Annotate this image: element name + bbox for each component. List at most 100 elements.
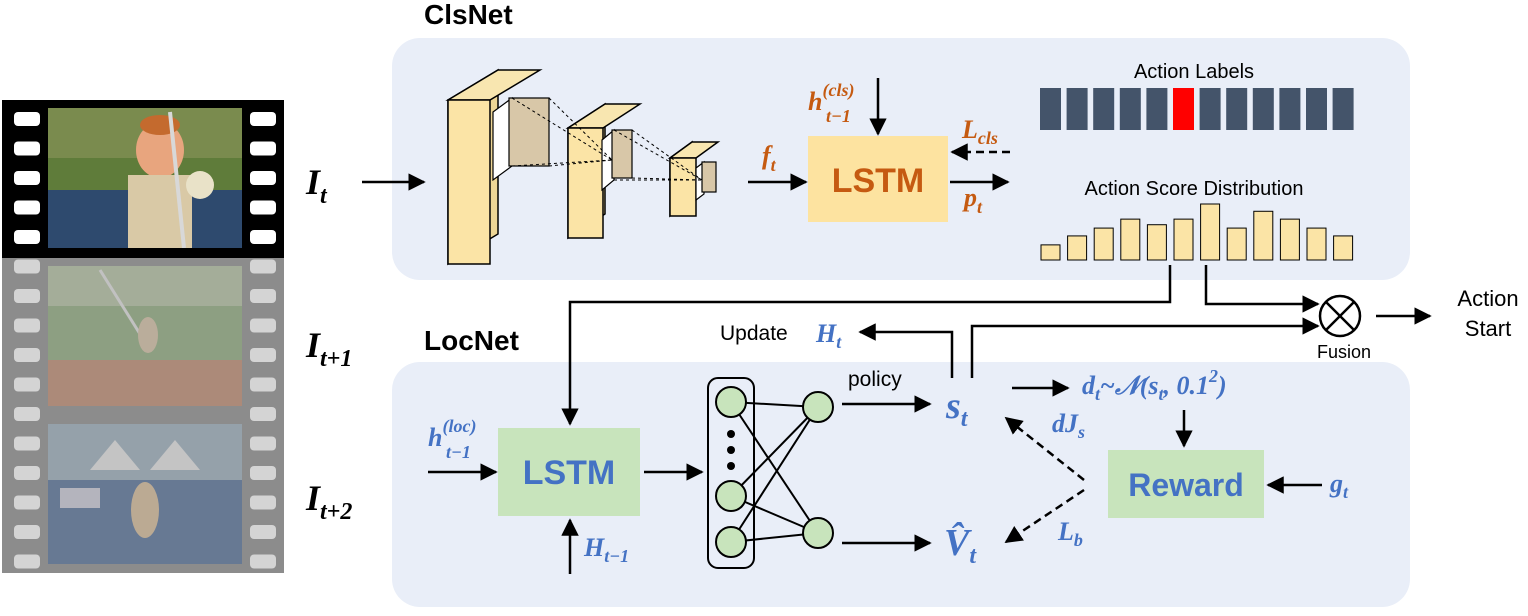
sprocket-hole [250,525,276,539]
state-label: st [945,385,969,432]
action-label-cell [1040,88,1061,130]
action-labels-title: Action Labels [1134,61,1254,83]
sprocket-hole [250,112,276,126]
sprocket-hole [14,348,40,362]
action-label-cell [1252,88,1274,130]
sprocket-hole [14,466,40,480]
sprocket-hole [14,200,40,215]
cnn-backbone [445,68,721,266]
frame-image-t2 [48,424,242,564]
sprocket-hole [250,289,276,303]
policy-label: policy [848,368,902,391]
input-node-3 [715,526,747,558]
sprocket-hole [14,259,40,274]
film-strip [2,100,284,573]
sprocket-hole [250,200,276,215]
score-bar [1093,227,1114,261]
sprocket-hole [250,318,276,333]
loss-b-label: Lb [1057,517,1083,550]
sprocket-hole [250,466,276,480]
sprocket-hole [14,554,40,569]
frame-label: It+2 [305,478,352,525]
sprocket-hole [14,318,40,333]
clsnet-title: ClsNet [424,0,513,30]
action-label-cell [1279,88,1301,130]
score-distribution [1040,203,1354,261]
reward-box [1108,450,1264,518]
frame-image-t [48,108,242,248]
score-bar [1306,227,1327,261]
sprocket-hole [250,348,276,362]
value-node [802,517,834,549]
locnet-title: LocNet [424,325,519,356]
action-label-cell [1306,88,1327,130]
policy-node [802,391,834,423]
sprocket-hole [14,436,40,451]
sprocket-hole [14,525,40,539]
score-title: Action Score Distribution [1085,178,1304,200]
action-labels-bar [1040,88,1354,130]
score-bar [1040,244,1061,261]
frame-label: It+1 [305,325,352,372]
action-label-cell [1066,88,1088,130]
input-node-2 [715,480,747,512]
distribution-label: dt~𝒩(st, 0.12) [1082,366,1227,404]
score-bar [1146,224,1167,261]
reward-label: Reward [1128,467,1244,503]
output-label-line1: Action [1457,286,1518,311]
update-label: Update [720,322,788,345]
score-bar [1333,235,1354,261]
value-estimate-label: V̂t [944,522,977,569]
arrow-scores-to-fusion [1204,265,1320,313]
sprocket-hole [14,407,40,421]
sprocket-hole [14,495,40,510]
clsnet-lstm-label: LSTM [832,162,925,200]
score-bar [1067,235,1088,261]
history-label: Ht−1 [583,533,629,566]
sprocket-hole [250,141,276,156]
sprocket-hole [250,407,276,421]
clsnet-hidden-label: h(cls)t−1 [808,80,854,126]
score-bar [1226,227,1247,261]
feature-label: ft [762,141,777,175]
sprocket-hole [14,289,40,303]
sprocket-hole [250,436,276,451]
arrow-state-to-update [858,323,954,378]
ground-truth-label: gt [1329,469,1349,502]
score-bar [1279,218,1300,261]
policy-value-network [707,377,834,569]
update-var-label: Ht [815,319,842,352]
prob-label: pt [962,183,983,217]
locnet-lstm-label: LSTM [523,454,616,492]
loss-cls-label: Lcls [961,115,998,148]
sprocket-hole [250,230,276,244]
sprocket-hole [250,554,276,569]
input-node-1 [715,386,747,418]
sprocket-hole [250,377,276,392]
film-sprockets [14,112,276,569]
action-label-cell [1199,88,1221,130]
fusion-label: Fusion [1317,342,1371,362]
locnet-panel [392,362,1410,607]
frame-image-t1 [48,266,242,406]
sprocket-hole [250,495,276,510]
action-label-cell [1093,88,1115,130]
clsnet-lstm-box [808,136,948,222]
score-bar [1120,218,1141,261]
locnet-hidden-label: h(loc)t−1 [428,416,476,462]
grad-s-label: dJs [1052,409,1085,442]
arrow-state-to-fusion [970,317,1320,378]
action-label-cell [1146,88,1168,130]
score-bar [1253,210,1274,261]
arrow-reward-to-state [1004,416,1085,481]
score-bar [1200,203,1221,261]
locnet-lstm-box [498,428,640,516]
sprocket-hole [14,141,40,156]
sprocket-hole [14,377,40,392]
sprocket-hole [14,230,40,244]
score-bar [1173,218,1194,261]
sprocket-hole [250,259,276,274]
